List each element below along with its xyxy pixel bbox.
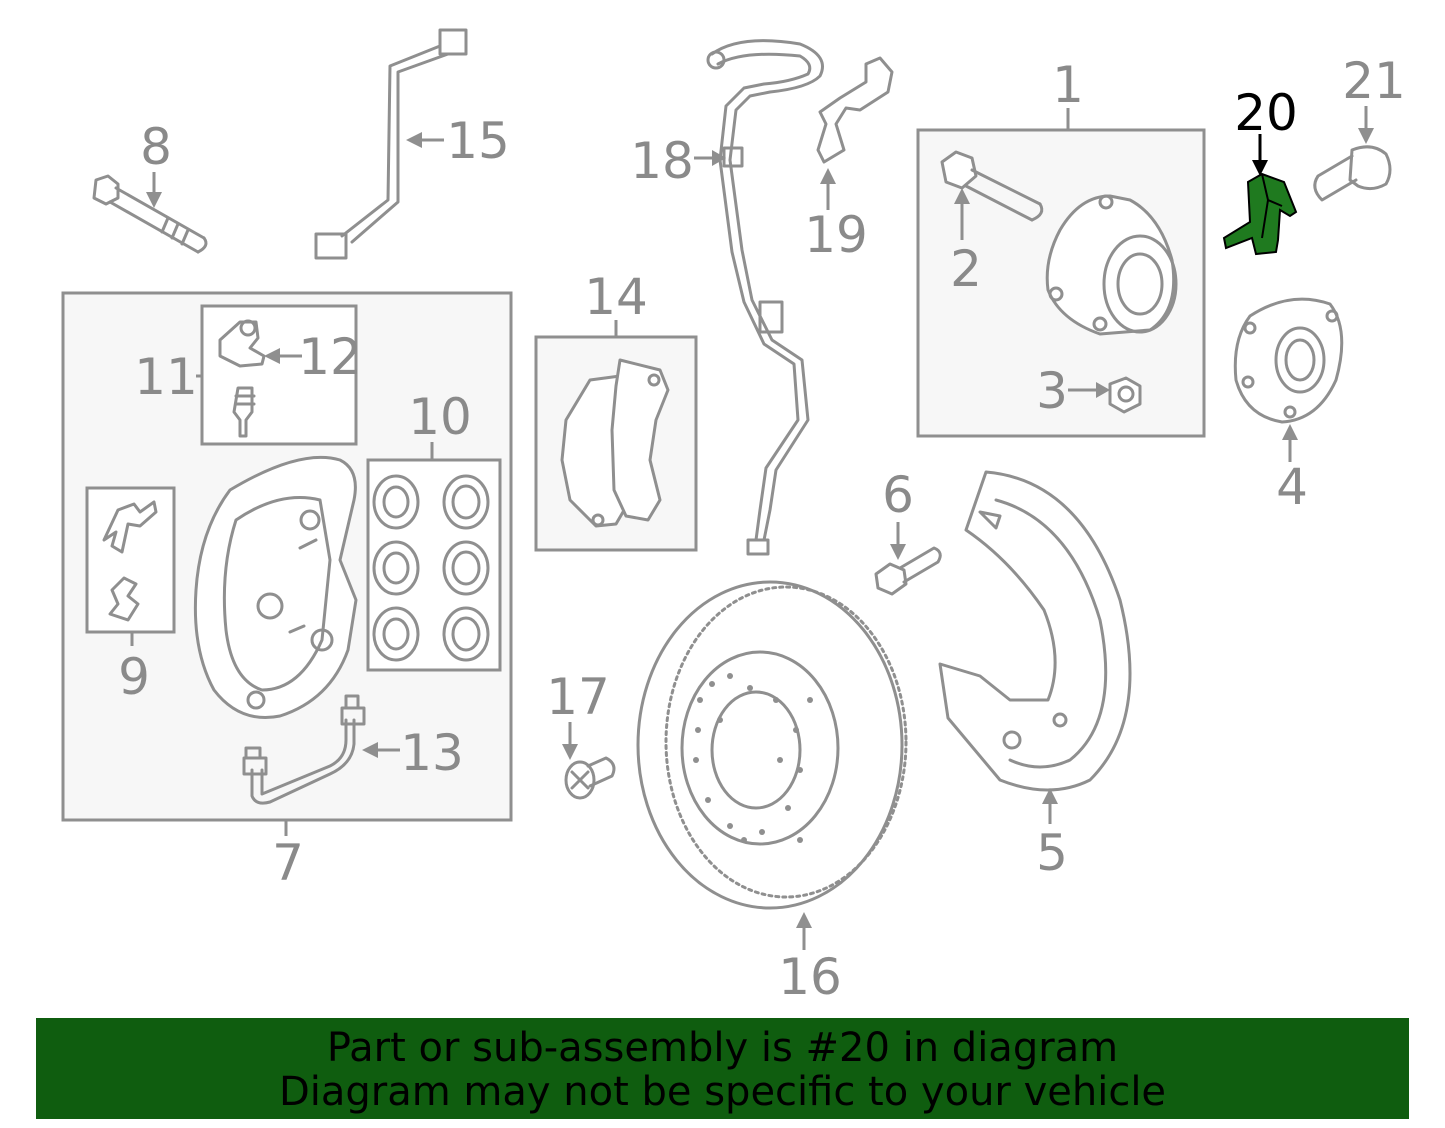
label-15: 15: [446, 112, 510, 170]
part-2-bolt: [940, 150, 1044, 222]
part-18-hose: [706, 39, 824, 556]
hub-bearing: [1045, 194, 1178, 336]
label-4: 4: [1276, 458, 1308, 516]
part-15-wire: [314, 28, 468, 260]
part-6-bolt: [874, 546, 942, 596]
label-1: 1: [1052, 56, 1084, 114]
label-16: 16: [778, 948, 842, 1006]
part-13-brake-line: [242, 694, 366, 805]
box-11: [200, 304, 358, 446]
part-12-bleeder: [218, 319, 266, 438]
label-7: 7: [272, 834, 304, 892]
info-banner: Part or sub-assembly is #20 in diagram D…: [36, 1018, 1409, 1119]
label-10: 10: [408, 388, 472, 446]
part-4-hub: [1233, 297, 1344, 424]
part-5-shield: [938, 470, 1132, 792]
part-9-clips: [102, 500, 158, 622]
brake-assembly-diagram: 1 2 3 4 5 6 7 8 9 10 11 12 13 14 15 16 1…: [61, 28, 1406, 1006]
part-17-screw: [564, 756, 616, 800]
part-3-nut: [1108, 376, 1142, 414]
label-3: 3: [1036, 362, 1068, 420]
part-16-rotor: [636, 580, 908, 910]
label-11: 11: [134, 348, 198, 406]
label-5: 5: [1036, 824, 1068, 882]
part-19-bracket: [816, 56, 894, 164]
part-20-sensor: [1222, 172, 1298, 256]
caliper-body: [193, 455, 358, 719]
label-19: 19: [804, 206, 868, 264]
label-9: 9: [118, 648, 150, 706]
banner-line-2: Diagram may not be specific to your vehi…: [278, 1069, 1167, 1115]
part-14-pads: [560, 358, 670, 528]
label-12: 12: [298, 328, 362, 386]
label-21: 21: [1342, 52, 1406, 110]
label-8: 8: [140, 118, 172, 176]
label-20: 20: [1234, 84, 1298, 142]
label-13: 13: [400, 724, 464, 782]
label-18: 18: [630, 132, 694, 190]
label-6: 6: [882, 466, 914, 524]
box-9: [85, 486, 176, 634]
part-21-bolt: [1313, 145, 1392, 202]
label-2: 2: [950, 240, 982, 298]
label-14: 14: [584, 268, 648, 326]
banner-line-1: Part or sub-assembly is #20 in diagram: [326, 1025, 1119, 1071]
label-17: 17: [546, 668, 610, 726]
part-10-seals: [372, 474, 490, 662]
part-8-bolt: [92, 174, 208, 254]
